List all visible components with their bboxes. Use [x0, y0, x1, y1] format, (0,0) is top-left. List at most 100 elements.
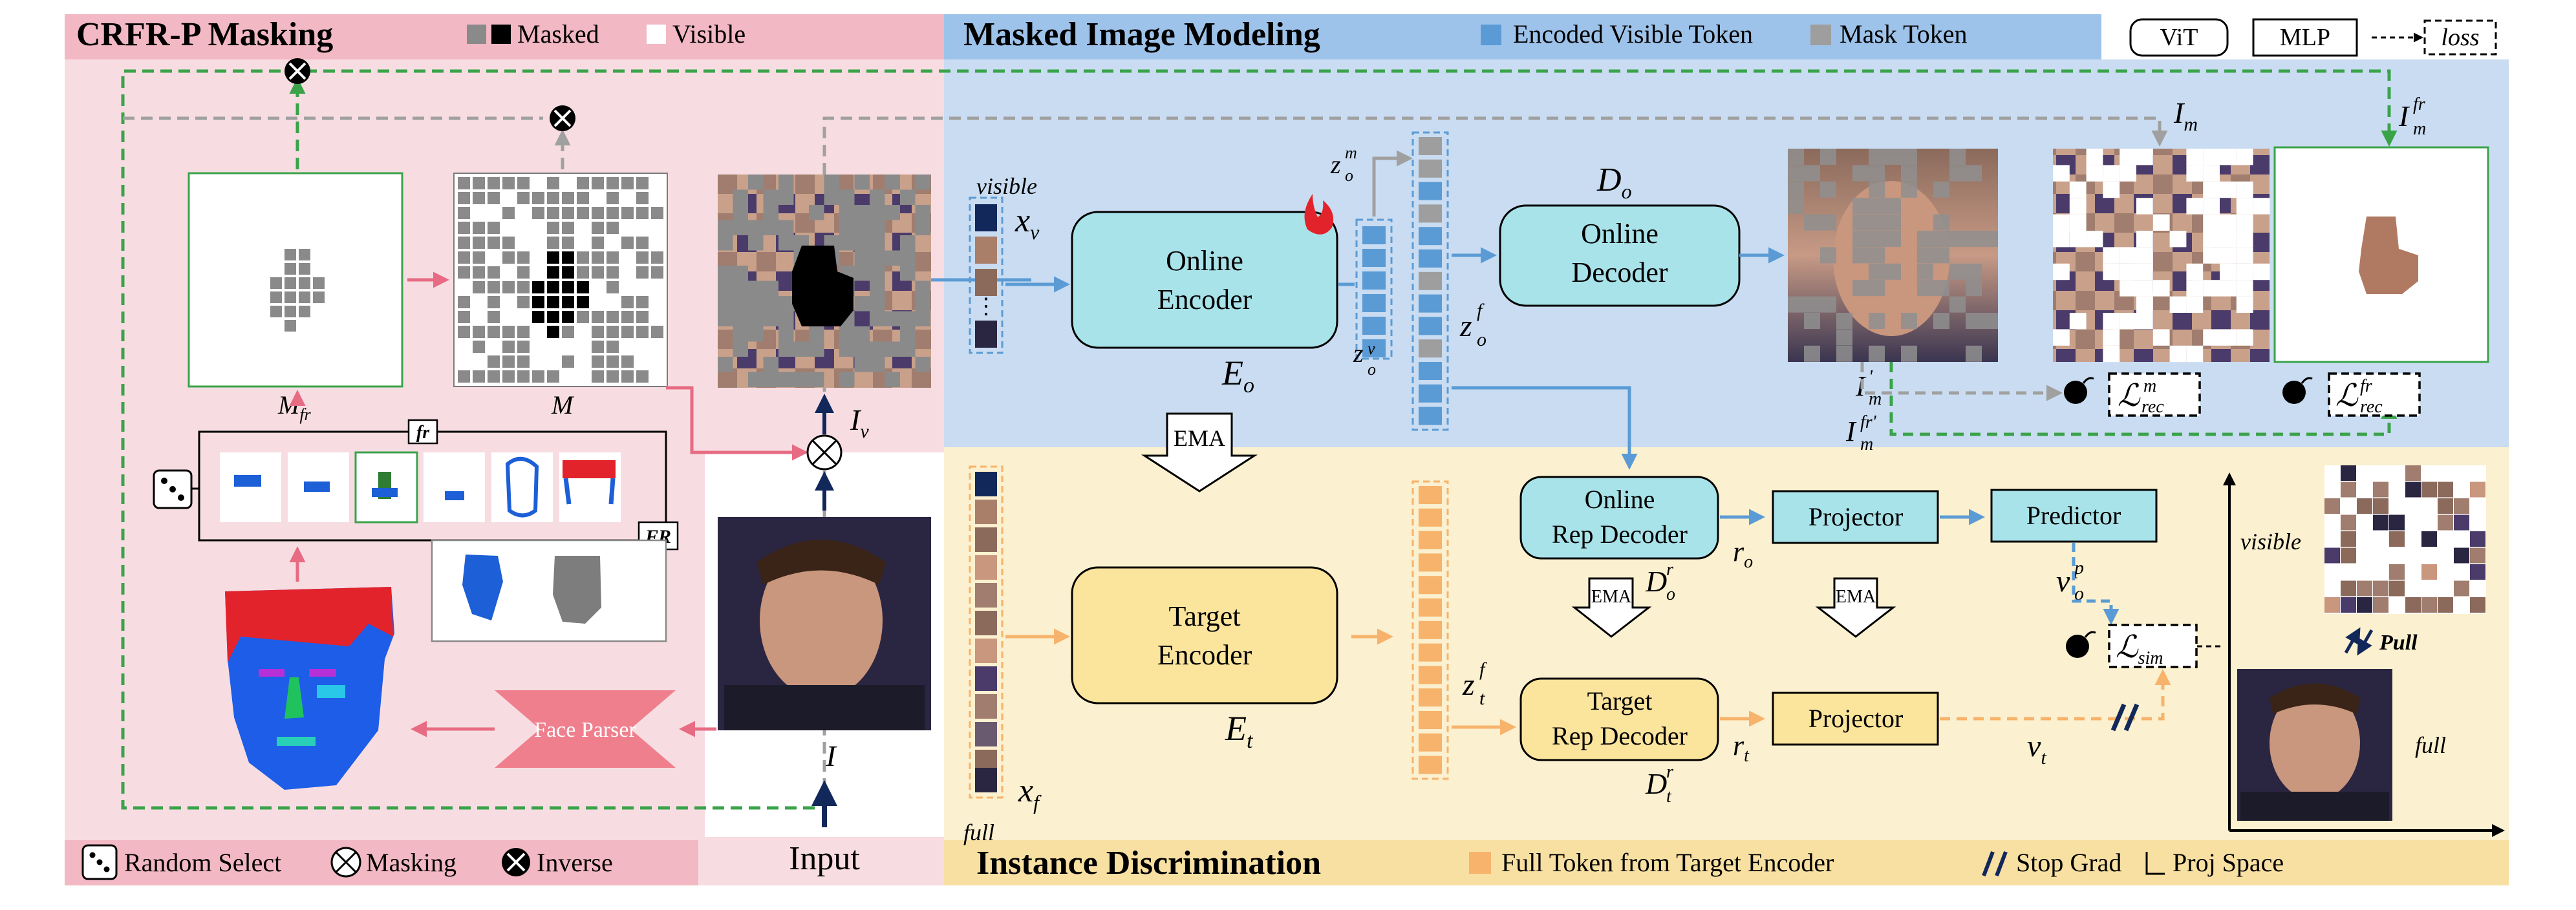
projector-target-box[interactable]	[1772, 692, 1939, 746]
drt-sub: t	[1666, 787, 1672, 807]
mask-cell	[621, 326, 634, 338]
im-white-cell	[2152, 280, 2170, 297]
recon-gray-cell	[1869, 198, 1885, 215]
mask-cell	[547, 370, 559, 383]
recon-gray-cell	[1949, 231, 1966, 247]
ema-proj-label: EMA	[1836, 587, 1876, 607]
proj-visible-cell	[2373, 514, 2388, 531]
recon-gray-cell	[1804, 214, 1820, 231]
proj-visible-cell	[2341, 531, 2356, 547]
predictor-box[interactable]	[1990, 489, 2158, 543]
mask-cell-facial	[547, 296, 559, 308]
target-encoder-box[interactable]	[1071, 566, 1338, 704]
legend-visible-swatch	[647, 25, 666, 44]
footer-inverse-label: Inverse	[537, 848, 613, 877]
mask-cell	[488, 281, 500, 293]
mask-cell	[636, 326, 649, 338]
region-2-mark	[304, 481, 330, 492]
online-encoder-box[interactable]	[1071, 211, 1338, 349]
full-token	[975, 639, 997, 663]
parsing-brow-right	[309, 669, 336, 677]
im-white-cell	[2152, 214, 2170, 231]
projector-to-lsim-arrow	[1940, 669, 2171, 721]
iv-mask-cell	[915, 175, 930, 190]
proj-visible-cell	[2454, 547, 2469, 564]
ema-encoder-shape	[1141, 412, 1258, 492]
mask-cell	[606, 222, 619, 234]
iv-mask-cell	[718, 280, 733, 296]
ema-proj-arrow: EMA	[1815, 577, 1896, 638]
dro-sub: o	[1666, 584, 1675, 604]
lrec-fr-label: ℒ	[2335, 379, 2359, 413]
iv-mask-cell	[854, 175, 870, 190]
recon-gray-cell	[1933, 231, 1949, 247]
mask-cell	[606, 177, 619, 189]
mask-cell-facial	[532, 296, 544, 308]
im-white-cell	[2069, 231, 2087, 248]
legend-encoded-swatch	[1481, 25, 1501, 45]
inverse-op-green-x	[288, 62, 306, 80]
im-fr-sup: fr	[2413, 94, 2425, 114]
m-frame	[453, 173, 668, 387]
im-frp-sup: fr'	[1860, 412, 1877, 432]
iv-mask-cell	[793, 372, 809, 387]
iv-mask-cell	[718, 266, 733, 281]
zft-token	[1419, 620, 1442, 639]
mask-cell	[473, 222, 485, 234]
recon-gray-cell	[1982, 313, 1998, 329]
legend-masked-label: Masked	[517, 19, 599, 48]
online-encoder-line2: Encoder	[1157, 284, 1252, 315]
mask-cell	[488, 326, 500, 338]
recon-to-lrec-m-arrow	[1860, 362, 2063, 401]
zf-label: z	[1459, 309, 1472, 343]
mask-cell	[592, 237, 604, 249]
visible-token-1	[975, 204, 997, 231]
legend-masked-gray	[467, 25, 486, 44]
target-rep-decoder-box[interactable]	[1519, 677, 1719, 761]
region-5-mark	[505, 457, 539, 518]
projector-online-box[interactable]	[1772, 490, 1939, 544]
mask-cell-facial	[547, 266, 559, 279]
recon-gray-cell	[1885, 263, 1901, 280]
im-white-cell	[2086, 231, 2103, 248]
iv-mask-cell	[900, 266, 916, 281]
recon-gray-cell	[1852, 247, 1869, 264]
im-white-cell	[2236, 181, 2253, 198]
iv-mask-cell	[915, 220, 930, 235]
im-white-cell	[2236, 214, 2253, 231]
fr-inverse-2-mark	[553, 556, 601, 624]
online-rep-decoder-box[interactable]	[1519, 476, 1719, 560]
bomb-icon-3	[2066, 631, 2096, 658]
mask-cell	[458, 370, 470, 383]
recon-gray-cell	[1820, 296, 1836, 313]
recon-gray-cell	[1933, 181, 1949, 198]
predictor-to-lsim-arrow	[2072, 543, 2120, 625]
mask-cell	[621, 370, 634, 383]
ema-proj-shape	[1815, 577, 1896, 638]
mask-cell	[592, 177, 604, 189]
dro-sup: r	[1666, 560, 1673, 580]
zf-token	[1419, 227, 1442, 246]
mask-cell	[636, 311, 649, 323]
recon-gray-cell	[1966, 231, 1982, 247]
im-white-cell	[2169, 231, 2187, 248]
target-encoder-line1: Target	[1169, 600, 1241, 632]
target-encoder-line2: Encoder	[1157, 639, 1252, 671]
parsing-nose	[284, 677, 304, 719]
proj-visible-cell	[2470, 564, 2485, 580]
iv-mask-cell	[718, 235, 733, 251]
region-1	[220, 452, 281, 522]
iv-mask-cell	[809, 341, 824, 357]
input-label: Input	[789, 840, 860, 877]
recon-gray-cell	[1933, 280, 1949, 297]
mask-cell	[606, 355, 619, 368]
iv-mask-cell	[718, 357, 733, 372]
mask-cell	[532, 207, 544, 219]
legend-full-swatch	[1469, 852, 1491, 874]
im-white-cell	[2236, 231, 2253, 248]
full-token	[975, 555, 997, 580]
m-grid	[458, 177, 663, 383]
green-loopback-line	[121, 69, 2398, 810]
xv-label: xv	[1014, 202, 1040, 244]
